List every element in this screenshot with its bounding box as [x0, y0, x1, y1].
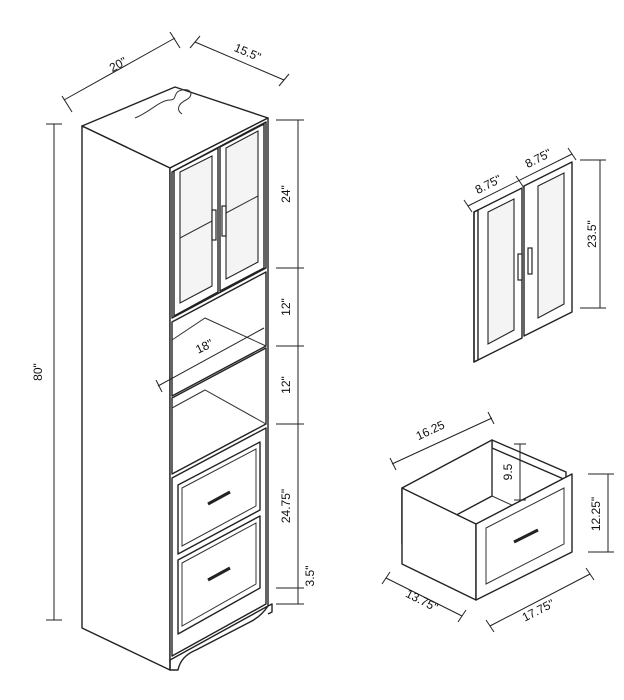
tall-cabinet — [81, 86, 273, 671]
shelf-1-back-lines — [171, 317, 267, 347]
right-door-handle-icon — [221, 205, 227, 237]
dim-drawer-depth: 13.75" — [403, 586, 440, 614]
dim-drawer-height: 12.25" — [589, 497, 603, 531]
dim-drawer-section: 24.75" — [279, 489, 293, 523]
left-door-handle-icon — [211, 209, 217, 241]
drawer-2-handle-icon — [207, 566, 231, 582]
drawer-detail-handle-icon — [513, 528, 539, 544]
drawer-front-inset — [485, 487, 565, 585]
dim-door-left-width: 8.75" — [473, 172, 504, 197]
drawer-detail — [401, 439, 573, 601]
dim-door-height: 23.5" — [585, 220, 599, 248]
dim-open-shelf-1: 12" — [279, 298, 293, 316]
detail-left-handle-icon — [517, 253, 523, 281]
cabinet-left-side — [81, 125, 171, 671]
drawer-2-panel — [181, 522, 257, 627]
drawer-1-handle-icon — [207, 490, 231, 506]
dim-cabinet-width: 20" — [107, 54, 129, 75]
cabinet-base-edge — [267, 603, 273, 615]
cabinet-base-foot — [169, 605, 269, 671]
drawer-1-panel — [181, 448, 257, 547]
detail-right-glass — [537, 172, 565, 319]
dim-base: 3.5" — [303, 566, 317, 587]
shelf-2-back-lines — [171, 389, 267, 425]
drawer-dimension-lines — [381, 411, 614, 633]
dim-cabinet-height: 80" — [31, 363, 45, 381]
left-door-mullion — [179, 220, 213, 239]
doors-detail — [473, 161, 573, 363]
dim-door-section: 24" — [279, 185, 293, 203]
dim-drawer-width: 16.25 — [414, 418, 447, 444]
dim-open-shelf-2: 12" — [279, 376, 293, 394]
dim-shelf-width: 18" — [193, 336, 215, 356]
detail-right-handle-icon — [527, 247, 533, 275]
dim-door-right-width: 8.75" — [523, 146, 554, 171]
detail-left-glass — [487, 198, 515, 345]
power-cord — [134, 89, 192, 119]
cabinet-dimension-lines — [46, 31, 304, 621]
dim-drawer-inner-height: 9.5 — [501, 463, 515, 480]
dim-cabinet-depth: 15.5" — [232, 40, 263, 64]
right-door-mullion — [225, 195, 259, 214]
doors-dimension-lines — [463, 147, 606, 309]
